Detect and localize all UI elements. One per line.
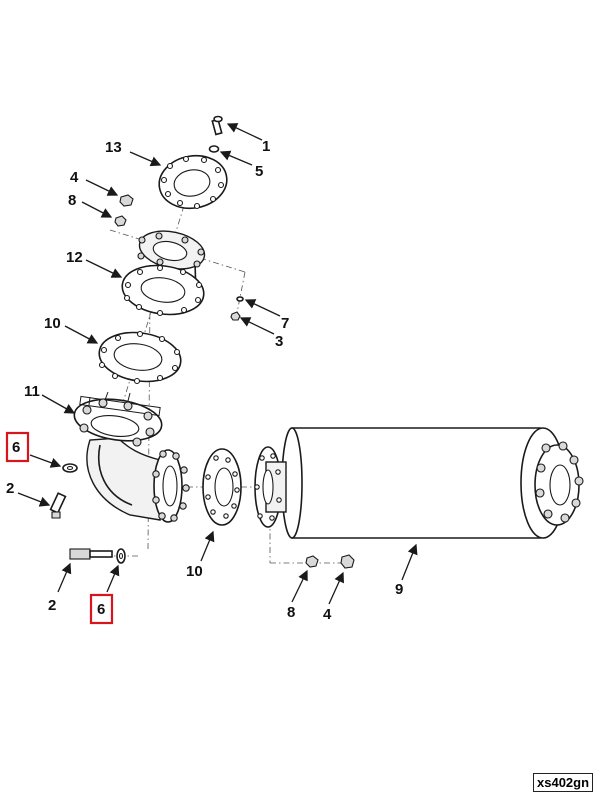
callout-4-bottom: 4	[323, 606, 332, 623]
callout-6-left: 6	[12, 439, 20, 456]
part-2-bolt-left	[49, 492, 67, 519]
part-9-canister	[254, 427, 584, 539]
callout-labels: 1 5 13 4 8 12 7 3 10 11 6 2 10 9 2 6 8 4	[6, 138, 403, 623]
callout-9: 9	[395, 581, 403, 598]
callout-1: 1	[262, 138, 270, 155]
callout-10-top: 10	[44, 315, 61, 332]
callout-11: 11	[24, 383, 40, 400]
highlight-box-6-left	[5, 431, 30, 463]
callout-13: 13	[105, 139, 122, 156]
callout-8-bottom: 8	[287, 604, 295, 621]
callout-8-top: 8	[68, 192, 76, 209]
leader-arrows	[17, 123, 418, 605]
part-13-flange	[158, 154, 228, 210]
part-10-gasket-top	[98, 330, 182, 385]
part-10-gasket-bottom	[202, 448, 242, 526]
part-7-washer	[236, 296, 244, 302]
part-3-nut	[230, 311, 241, 321]
part-11-elbow	[73, 391, 190, 523]
part-6-washer-bottom	[116, 548, 126, 564]
callout-10-bottom: 10	[186, 563, 203, 580]
part-6-washer-left	[62, 463, 78, 473]
reference-code: xs402gn	[533, 773, 594, 792]
callout-3: 3	[275, 333, 283, 350]
callout-7: 7	[281, 315, 289, 332]
callout-4-top: 4	[70, 169, 79, 186]
callout-2-bottom: 2	[48, 597, 56, 614]
callout-5: 5	[255, 163, 263, 180]
part-1-bolt	[211, 115, 223, 136]
part-12-flange-adapter	[121, 230, 206, 317]
part-8-washer-bottom	[305, 555, 319, 568]
part-4-nut-bottom	[340, 554, 355, 569]
part-8-washer-top	[114, 215, 127, 227]
part-2-bolt-bottom	[69, 548, 113, 560]
highlight-box-6-bottom	[89, 593, 114, 625]
part-5-washer	[208, 145, 220, 153]
callout-2-left: 2	[6, 480, 14, 497]
callout-6-bottom: 6	[97, 601, 105, 618]
part-4-nut-top	[119, 194, 134, 207]
callout-12: 12	[66, 249, 83, 266]
